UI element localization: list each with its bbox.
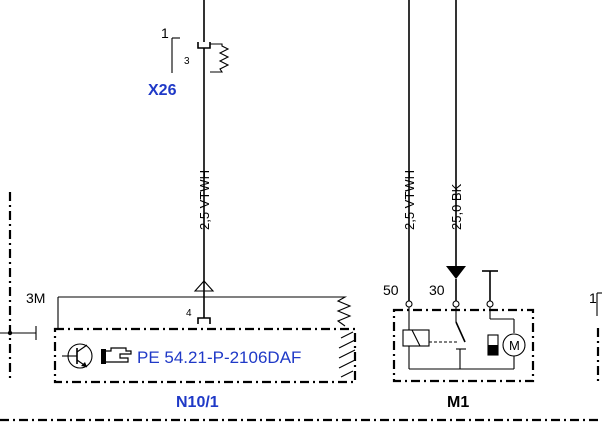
motor-symbol-letter: M (509, 338, 520, 353)
starter-motor-m1[interactable]: 50 30 M M1 (383, 282, 535, 411)
terminal-50-contact (405, 300, 413, 308)
connector-x26-pin-1: 1 (161, 25, 169, 41)
solenoid-coil-diagonal (411, 329, 421, 347)
main-switch-blade (455, 321, 466, 343)
starter-motor-terminal-50-label: 50 (383, 282, 399, 298)
right-edge-pin-label: 1 (589, 290, 597, 306)
connector-x26-break-symbol (210, 43, 230, 73)
ground-contact (486, 300, 494, 308)
transistor-icon (62, 343, 93, 369)
starter-motor-terminal-30-label: 30 (429, 282, 445, 298)
module-n10-1[interactable]: 4 PE 54.21-P-2106DAF N10/1 (53, 308, 357, 411)
wire-label-left: 2,5 VTWH (197, 170, 212, 230)
module-n10-1-shield-hatch-5 (340, 370, 354, 378)
wire-label-terminal-50: 2,5 VTWH (402, 170, 417, 230)
wire-3m-bus-break-symbol (336, 296, 352, 327)
left-edge-connection-dot (7, 330, 13, 336)
motor-brush-block-fill (488, 345, 498, 355)
connector-x26[interactable]: 1 3 X26 (148, 0, 230, 99)
terminal-30-contact (452, 300, 460, 308)
wire-label-terminal-30: 25,0 BK (449, 183, 464, 230)
pointing-hand-icon (101, 347, 132, 364)
solenoid-coil (402, 329, 430, 347)
module-n10-1-reference-link[interactable]: PE 54.21-P-2106DAF (137, 348, 301, 367)
module-n10-1-shield-hatch-2 (338, 339, 356, 349)
module-n10-1-pin-4-contact (197, 317, 211, 324)
module-n10-1-shield-hatch-1 (340, 331, 354, 339)
signal-label-3m: 3M (26, 290, 45, 306)
module-n10-1-shield-hatch-4 (338, 359, 356, 369)
connector-x26-pin-3: 3 (184, 56, 190, 67)
module-n10-1-shield-hatch-3 (338, 349, 356, 359)
wire-terminal-30-arrow (446, 266, 466, 279)
connector-x26-contact (197, 42, 211, 49)
module-n10-1-pin-4: 4 (186, 308, 192, 319)
starter-motor-m1-boundary (392, 308, 535, 383)
module-n10-1-label[interactable]: N10/1 (176, 394, 219, 411)
starter-motor-m1-label[interactable]: M1 (447, 394, 469, 411)
module-n10-1-boundary (53, 327, 357, 384)
connector-x26-label[interactable]: X26 (148, 82, 177, 99)
